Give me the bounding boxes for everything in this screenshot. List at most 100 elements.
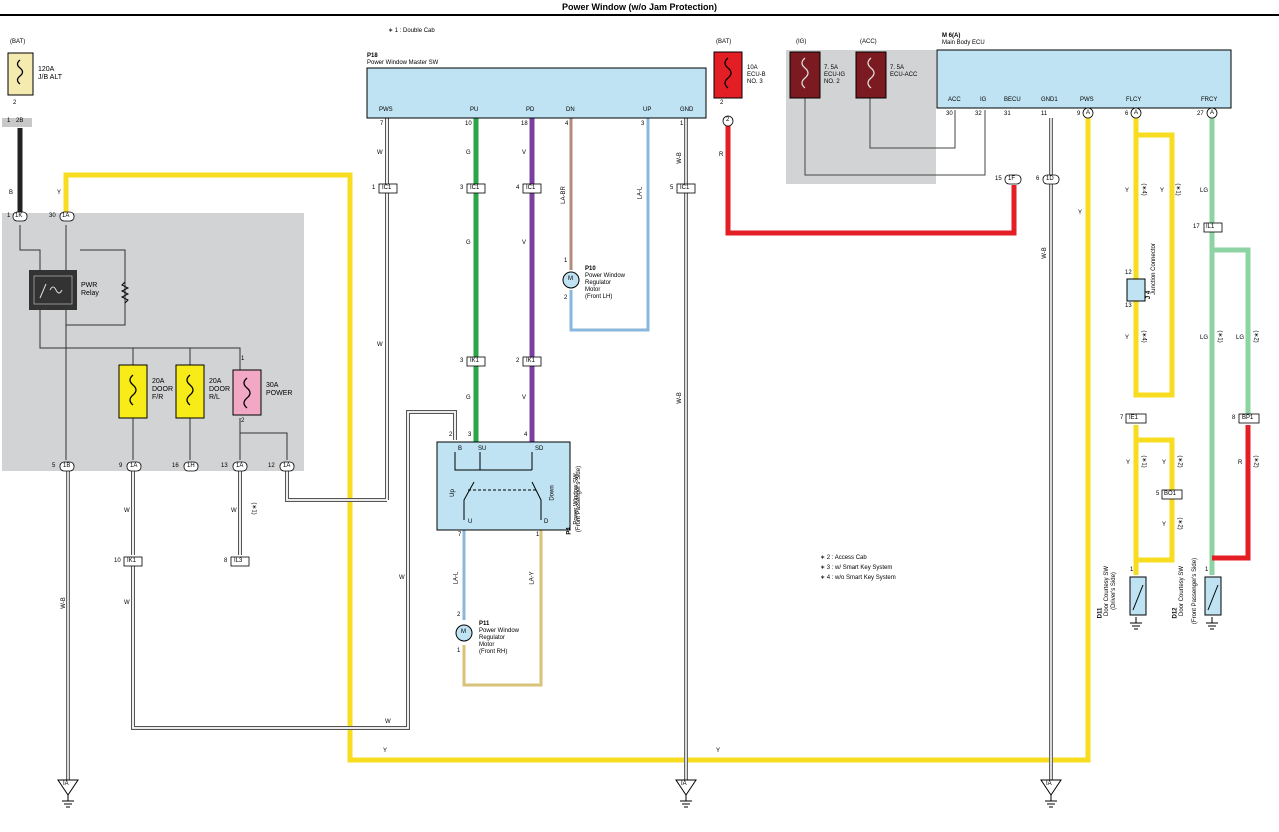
f1-l2: DOOR bbox=[152, 386, 173, 393]
j4-pin-top: 12 bbox=[1125, 270, 1132, 276]
ecu-pin-27: 27 bbox=[1197, 111, 1204, 117]
wire-lay-p11 bbox=[462, 530, 543, 687]
ps-term-d: D bbox=[544, 519, 549, 525]
ms-pin-1: 1 bbox=[680, 121, 684, 127]
f2-l3: R/L bbox=[209, 394, 220, 401]
jb-conn-3: 1H bbox=[187, 463, 195, 469]
p11-l4: (Front RH) bbox=[479, 649, 508, 655]
p10-l4: (Front LH) bbox=[585, 294, 613, 300]
wl-lay-p11: LA-Y bbox=[529, 571, 536, 585]
ig-source: (IG) bbox=[796, 39, 807, 45]
wl-lg-2: LG bbox=[1200, 335, 1209, 341]
wire-label-wb-left: W-B bbox=[60, 597, 67, 609]
ic1-pin-1: 1 bbox=[372, 185, 376, 191]
p11-pin-top: 2 bbox=[457, 612, 461, 618]
connector-boxes bbox=[12, 107, 1260, 567]
wl-g-ms3: G bbox=[466, 395, 471, 401]
wire-label-y-bot2: Y bbox=[716, 748, 721, 754]
p11-m: M bbox=[461, 629, 466, 635]
main-body-ecu-box bbox=[936, 49, 1232, 109]
ecub-conn: 2 bbox=[726, 117, 730, 123]
ik1-conn-1: IK1 bbox=[470, 358, 480, 364]
relay-pin-r: 30 bbox=[49, 213, 56, 219]
d12-pin: 1 bbox=[1205, 567, 1209, 573]
ps-term-su: SU bbox=[478, 446, 487, 452]
var-flcy6: (∗2) bbox=[1176, 517, 1183, 530]
wl-w-ms: W bbox=[377, 150, 383, 156]
f3-l2: POWER bbox=[266, 390, 293, 397]
j4-name: Junction Connector bbox=[1150, 243, 1157, 295]
jb-conn-1: 1B bbox=[63, 463, 71, 469]
ecu-pin-6: 6 bbox=[1125, 111, 1129, 117]
ps-l2: (Front Passenger's Side) bbox=[576, 465, 583, 533]
ecu-pin-11: 11 bbox=[1041, 111, 1048, 117]
ps-id: P4 bbox=[566, 527, 573, 535]
p11-l3: Motor bbox=[479, 642, 495, 648]
wire-y-flcy bbox=[1133, 118, 1175, 398]
p10-l2: Regulator bbox=[585, 280, 612, 286]
acc-l1: 7. 5A bbox=[890, 65, 905, 71]
ik1-pin-3: 10 bbox=[114, 558, 121, 564]
fuse-120a-alt bbox=[7, 52, 34, 96]
wire-label-y-top: Y bbox=[57, 190, 62, 196]
j4-pin-bot: 13 bbox=[1125, 303, 1132, 309]
wl-r-ecub: R bbox=[719, 152, 724, 158]
ground-label-2: IA bbox=[681, 781, 687, 787]
ecu-term-ig: IG bbox=[980, 97, 987, 103]
ground-label-1: IA bbox=[63, 781, 69, 787]
wl-wb-mid2: W-B bbox=[676, 392, 683, 404]
wl-v-ms: V bbox=[522, 150, 527, 156]
d12-id: D12 bbox=[1172, 607, 1179, 619]
ecu-pin-30: 30 bbox=[946, 111, 953, 117]
alt-pin: 2 bbox=[13, 100, 17, 106]
motor-p11 bbox=[455, 624, 473, 642]
ms-term-pws: PWS bbox=[379, 107, 393, 113]
ms-term-pu: PU bbox=[470, 107, 479, 113]
il3-conn: IL3 bbox=[234, 558, 243, 564]
title-rule bbox=[0, 14, 1279, 16]
ie1-pin: 7 bbox=[1120, 415, 1124, 421]
ms-pin-18: 18 bbox=[521, 121, 528, 127]
var-flcy4: (∗1) bbox=[1140, 455, 1147, 468]
wire-y-main bbox=[63, 118, 1091, 763]
gnd-pin: 6 bbox=[1036, 176, 1040, 182]
il3-pin: 8 bbox=[224, 558, 228, 564]
ps-down: Down bbox=[549, 485, 556, 501]
note-double-cab: ∗ 1 : Double Cab bbox=[388, 28, 435, 34]
wl-r-bp1: R bbox=[1238, 460, 1243, 466]
alt-l1: 120A bbox=[38, 66, 55, 73]
wl-v-ms2: V bbox=[522, 240, 527, 246]
ecub-source: (BAT) bbox=[716, 39, 732, 45]
jb-pin-2: 9 bbox=[119, 463, 123, 469]
wire-r-ecub bbox=[725, 126, 1017, 236]
bo1-pin: 5 bbox=[1156, 491, 1160, 497]
ms-term-dn: DN bbox=[566, 107, 575, 113]
ig-l3: NO. 2 bbox=[824, 79, 840, 85]
jb-conn-5: 1A bbox=[283, 463, 291, 469]
master-sw-name: Power Window Master SW bbox=[367, 60, 439, 66]
d11-id: D11 bbox=[1097, 607, 1104, 619]
var-flcy3: (∗4) bbox=[1140, 330, 1147, 343]
ic1-pin-4: 5 bbox=[670, 185, 674, 191]
pwr-relay bbox=[29, 270, 77, 310]
ik1-conn-2: IK1 bbox=[526, 358, 536, 364]
ps-term-b: B bbox=[458, 446, 463, 452]
relay-l1: PWR bbox=[81, 282, 98, 289]
fuse-ecu-b bbox=[713, 51, 743, 99]
f1-l3: F/R bbox=[152, 394, 164, 401]
wl-wb-ms: W-B bbox=[676, 152, 683, 164]
ecu-pin-32: 32 bbox=[975, 111, 982, 117]
acc-source: (ACC) bbox=[860, 39, 877, 45]
d11-l2: (Driver's Side) bbox=[1110, 572, 1117, 610]
f3-pin-bot: 2 bbox=[241, 418, 245, 424]
ecub-l3: NO. 3 bbox=[747, 79, 763, 85]
wire-label-y-bot1: Y bbox=[383, 748, 388, 754]
wire-ig bbox=[804, 98, 986, 176]
ms-pin-7: 7 bbox=[380, 121, 384, 127]
ps-term-sd: SD bbox=[535, 446, 544, 452]
wire-label-w-4: W bbox=[385, 719, 391, 725]
ic1-pin-2: 3 bbox=[460, 185, 464, 191]
ic1-conn-4: IC1 bbox=[680, 185, 690, 191]
wire-label-w-2: W bbox=[231, 508, 237, 514]
p11-pin-bot: 1 bbox=[457, 648, 461, 654]
